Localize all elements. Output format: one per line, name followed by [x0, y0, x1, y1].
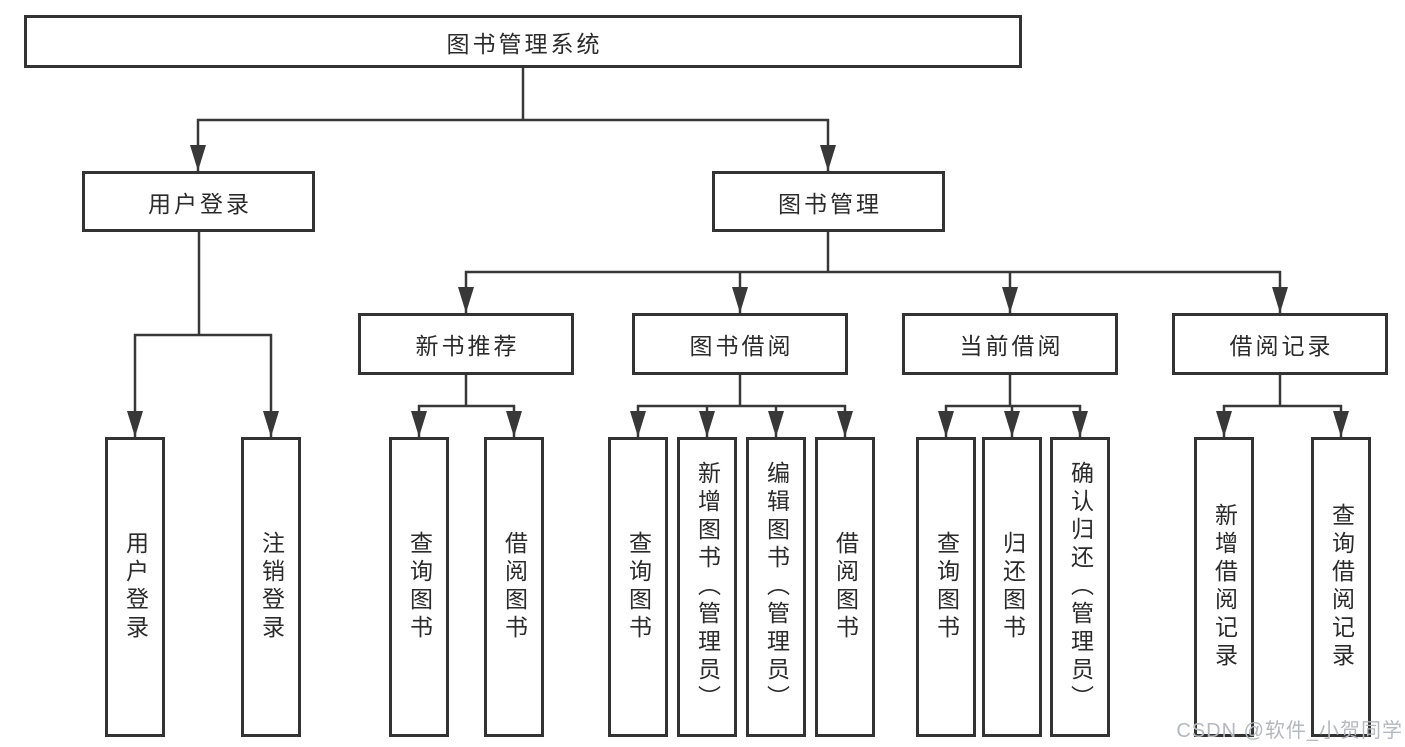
node-user-login: 用户登录	[82, 171, 315, 232]
leaf-borrow-books-recommend: 借阅图书	[484, 437, 544, 737]
node-book-borrowing: 图书借阅	[632, 313, 848, 375]
leaf-return-book: 归还图书	[982, 437, 1042, 737]
leaf-logout: 注销登录	[241, 437, 301, 737]
node-current-borrowing: 当前借阅	[902, 313, 1118, 375]
node-book-management: 图书管理	[712, 171, 945, 232]
leaf-query-books-borrowing: 查询图书	[608, 437, 668, 737]
node-borrowing-records: 借阅记录	[1172, 313, 1388, 375]
leaf-add-borrow-record: 新增借阅记录	[1194, 437, 1254, 737]
node-library-management-system: 图书管理系统	[24, 15, 1022, 68]
leaf-query-borrow-record: 查询借阅记录	[1311, 437, 1371, 737]
leaf-borrow-books-borrowing: 借阅图书	[815, 437, 875, 737]
leaf-confirm-return-admin: 确认归还（管理员）	[1050, 437, 1110, 737]
leaf-edit-book-admin: 编辑图书（管理员）	[746, 437, 806, 737]
leaf-add-book-admin: 新增图书（管理员）	[677, 437, 737, 737]
watermark-text: CSDN @软件_小贺同学	[1176, 720, 1403, 742]
leaf-query-books-current: 查询图书	[916, 437, 976, 737]
node-new-book-recommendation: 新书推荐	[358, 313, 574, 375]
leaf-user-login: 用户登录	[105, 437, 165, 737]
leaf-query-books-recommend: 查询图书	[389, 437, 449, 737]
